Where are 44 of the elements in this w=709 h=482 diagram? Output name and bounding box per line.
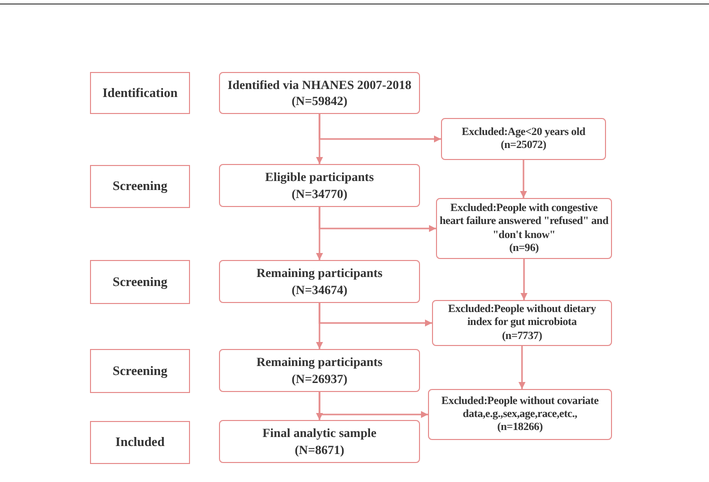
stage-box — [90, 421, 190, 464]
count-text: (N=8671) — [294, 442, 344, 458]
box-text: Identification — [102, 84, 178, 102]
exclusion-box — [432, 300, 612, 346]
process-box — [219, 260, 420, 303]
box-text: Remaining participants — [256, 265, 383, 282]
process-box — [219, 164, 420, 207]
count-text: (N=34674) — [292, 282, 348, 298]
arrow — [318, 303, 432, 326]
stage-box — [90, 349, 190, 393]
arrow — [520, 259, 528, 300]
box-text: Excluded:People without covariate data,e.g.,sex,age,race,etc., — [440, 394, 600, 422]
box-text: Identified via NHANES 2007-2018 — [228, 76, 412, 93]
exclusion-box — [436, 198, 612, 259]
count-text: (n=7737) — [502, 330, 542, 343]
box-text: Excluded:People without dietary index for gut microbiota — [447, 303, 597, 330]
arrow — [318, 114, 441, 142]
box-text: Eligible participants — [265, 169, 374, 186]
box-text: Included — [115, 434, 165, 451]
arrow — [520, 160, 527, 198]
box-text: Screening — [112, 274, 168, 290]
count-text: (n=96) — [509, 242, 539, 255]
exclusion-box — [441, 118, 606, 160]
stage-box — [90, 165, 190, 208]
box-text: Final analytic sample — [262, 425, 376, 442]
box-text: Screening — [112, 178, 168, 195]
arrow — [318, 207, 436, 232]
count-text: (n=25072) — [500, 139, 546, 152]
stage-box — [90, 260, 190, 304]
box-text: Excluded:Age<20 years old — [462, 126, 586, 139]
process-box — [219, 420, 420, 463]
box-text: Screening — [112, 362, 168, 380]
box-text: Remaining participants — [256, 354, 383, 370]
arrow — [318, 392, 428, 418]
box-text: Excluded:People with congestive heart failure answered "refused" and "don't know" — [439, 202, 609, 242]
count-text: (n=18266) — [497, 421, 543, 434]
process-box — [219, 72, 420, 114]
count-text: (N=26937) — [292, 370, 348, 387]
exclusion-box — [428, 389, 612, 440]
arrow — [518, 346, 526, 389]
process-box — [219, 349, 420, 392]
count-text: (N=34770) — [292, 186, 348, 202]
stage-box — [90, 72, 190, 114]
count-text: (N=59842) — [292, 93, 348, 110]
